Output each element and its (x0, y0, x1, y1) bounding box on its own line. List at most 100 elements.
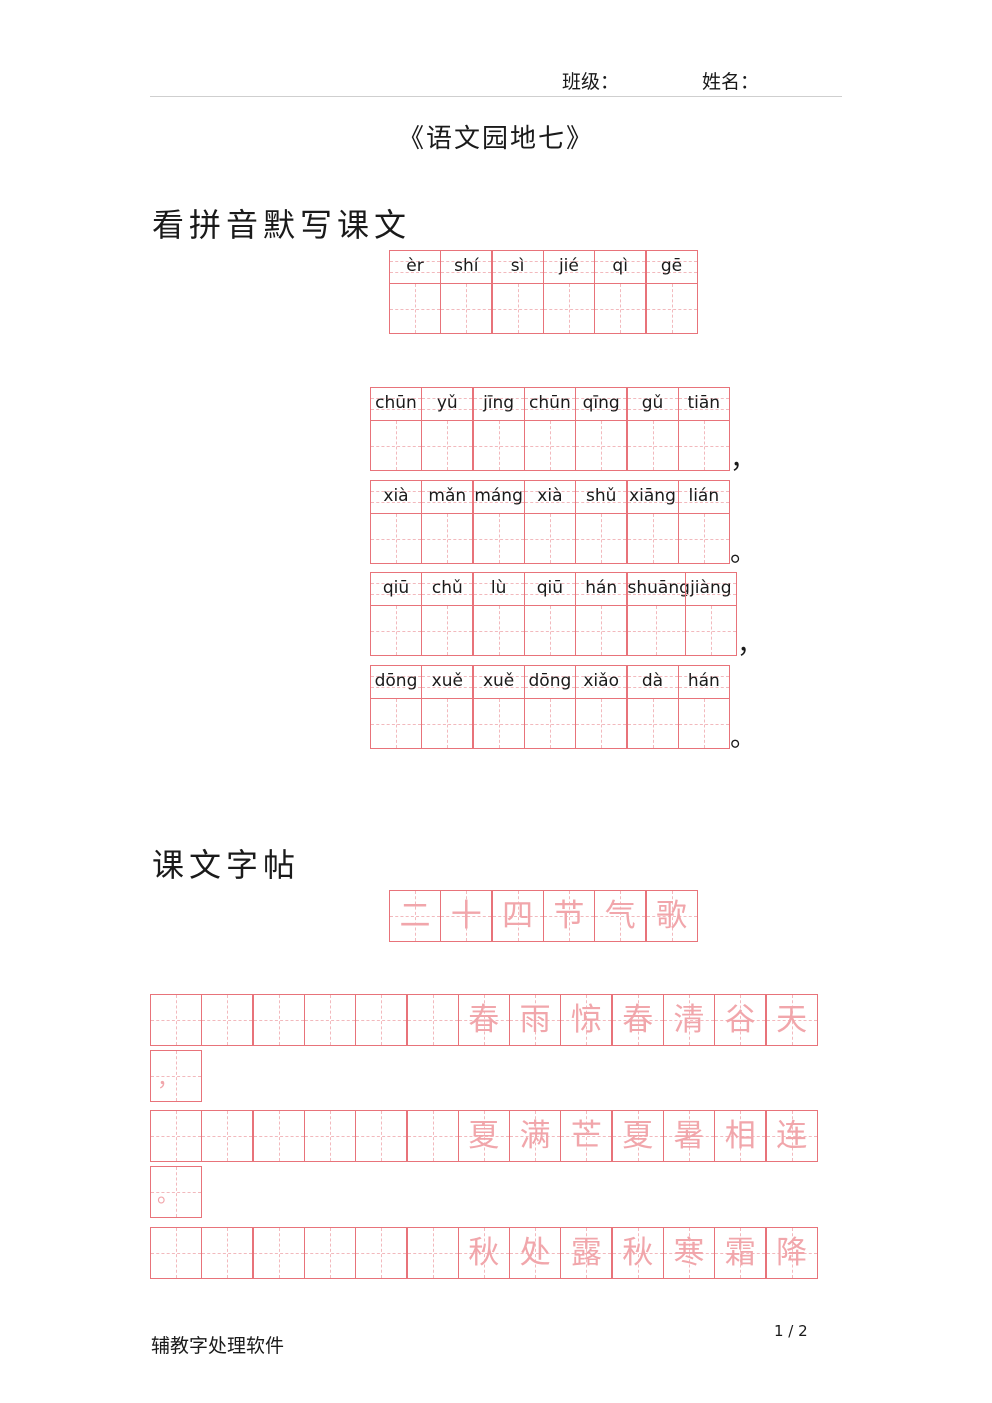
copy-grid-cell[interactable]: 秋 (457, 1227, 510, 1279)
pinyin-guide-line (646, 261, 697, 262)
pinyin-guide-line (524, 491, 575, 492)
pinyin-cell[interactable]: lù (472, 572, 525, 656)
pinyin-cell[interactable]: qiū (523, 572, 576, 656)
pinyin-cell[interactable]: xuě (472, 665, 525, 749)
copy-grid-cell[interactable]: 夏 (457, 1110, 510, 1162)
pinyin-cell[interactable]: xià (370, 480, 422, 564)
title-character-cell[interactable]: 节 (542, 890, 595, 942)
guide-line-vertical (447, 421, 449, 470)
copy-grid-cell[interactable] (406, 1110, 459, 1162)
pinyin-cell[interactable]: yǔ (421, 387, 474, 471)
copy-grid-cell[interactable]: 天 (765, 994, 818, 1046)
copy-grid-cell[interactable] (303, 1110, 356, 1162)
copy-grid-cell[interactable] (355, 1227, 408, 1279)
title-character-cell[interactable]: 四 (491, 890, 544, 942)
punctuation-cell[interactable]: ， (150, 1050, 202, 1102)
copy-grid-cell[interactable]: 相 (714, 1110, 767, 1162)
pinyin-cell[interactable]: lián (677, 480, 730, 564)
pinyin-guide-line (627, 502, 678, 503)
guide-line-vertical (498, 421, 500, 470)
pinyin-cell[interactable]: xiǎo (575, 665, 628, 749)
copy-grid-cell[interactable]: 春 (611, 994, 664, 1046)
pinyin-cell[interactable]: qīng (575, 387, 628, 471)
copy-grid-cell[interactable] (252, 1227, 305, 1279)
copy-grid-cell[interactable] (201, 1110, 254, 1162)
copy-grid-cell[interactable]: 寒 (663, 1227, 715, 1279)
pinyin-cell[interactable]: dōng (523, 665, 576, 749)
copy-grid-cell[interactable] (201, 994, 254, 1046)
copy-grid-cell[interactable] (303, 1227, 356, 1279)
pinyin-cell[interactable]: hán (575, 572, 628, 656)
guide-line-vertical (381, 1228, 383, 1278)
pinyin-cell[interactable]: gē (645, 250, 698, 334)
pinyin-cell[interactable]: jīng (472, 387, 525, 471)
copy-grid-cell[interactable] (303, 994, 356, 1046)
pinyin-cell[interactable]: shí (440, 250, 493, 334)
copy-grid-cell[interactable] (252, 1110, 305, 1162)
pinyin-cell[interactable]: xiāng (626, 480, 679, 564)
pinyin-cell[interactable]: xià (523, 480, 576, 564)
copy-grid-cell[interactable]: 雨 (509, 994, 562, 1046)
pinyin-cell[interactable]: èr (389, 250, 441, 334)
writing-box (627, 698, 678, 748)
copy-grid-cell[interactable] (150, 1227, 202, 1279)
pinyin-cell[interactable]: qiū (370, 572, 422, 656)
copy-grid-cell[interactable] (201, 1227, 254, 1279)
pinyin-cell[interactable]: chūn (523, 387, 576, 471)
copy-grid-cell[interactable]: 春 (457, 994, 510, 1046)
pinyin-cell[interactable]: qì (594, 250, 647, 334)
copy-grid-cell[interactable] (406, 1227, 459, 1279)
copy-grid-cell[interactable]: 暑 (663, 1110, 715, 1162)
footer-software-name: 辅教字处理软件 (151, 1335, 285, 1357)
copy-grid-cell[interactable]: 惊 (560, 994, 613, 1046)
pinyin-cell[interactable]: chǔ (421, 572, 474, 656)
copy-grid-cell[interactable]: 满 (509, 1110, 562, 1162)
writing-box (422, 513, 473, 563)
guide-line-vertical (535, 995, 537, 1045)
pinyin-guide-line (543, 261, 594, 262)
copy-grid-cell[interactable]: 降 (765, 1227, 818, 1279)
pinyin-cell[interactable]: chūn (370, 387, 422, 471)
title-character-cell[interactable]: 二 (389, 890, 441, 942)
copy-grid-cell[interactable]: 处 (509, 1227, 562, 1279)
pinyin-cell[interactable]: tiān (677, 387, 730, 471)
copy-grid-cell[interactable] (406, 994, 459, 1046)
pinyin-cell[interactable]: dà (626, 665, 679, 749)
copy-grid-cell[interactable] (150, 994, 202, 1046)
pinyin-cell[interactable]: shǔ (575, 480, 628, 564)
pinyin-cell[interactable]: hán (677, 665, 730, 749)
trace-character: 满 (519, 1118, 551, 1154)
pinyin-guide-line (524, 398, 575, 399)
copy-grid-cell[interactable] (252, 994, 305, 1046)
pinyin-cell[interactable]: sì (491, 250, 544, 334)
copy-grid-cell[interactable] (150, 1110, 202, 1162)
pinyin-cell[interactable]: máng (472, 480, 525, 564)
guide-line-vertical (447, 699, 449, 748)
copy-grid-cell[interactable] (355, 994, 408, 1046)
pinyin-guide-line (678, 409, 729, 410)
copy-grid-cell[interactable]: 芒 (560, 1110, 613, 1162)
trace-punctuation: 。 (157, 1183, 180, 1208)
title-character-cell[interactable]: 气 (594, 890, 647, 942)
pinyin-cell[interactable]: jiàng (684, 572, 737, 656)
trace-character: 气 (604, 898, 636, 934)
pinyin-cell[interactable]: shuāng (626, 572, 690, 656)
copy-grid-cell[interactable]: 霜 (714, 1227, 767, 1279)
pinyin-cell[interactable]: dōng (370, 665, 422, 749)
copy-grid-cell[interactable]: 露 (560, 1227, 613, 1279)
pinyin-cell[interactable]: gǔ (626, 387, 679, 471)
copy-grid-cell[interactable]: 连 (765, 1110, 818, 1162)
punctuation-cell[interactable]: 。 (150, 1166, 202, 1218)
copy-grid-cell[interactable]: 清 (663, 994, 715, 1046)
title-character-cell[interactable]: 歌 (645, 890, 698, 942)
pinyin-cell[interactable]: mǎn (421, 480, 474, 564)
copy-grid-cell[interactable]: 秋 (611, 1227, 664, 1279)
pinyin-cell[interactable]: xuě (421, 665, 474, 749)
copy-grid-cell[interactable]: 谷 (714, 994, 767, 1046)
guide-line-vertical (176, 995, 177, 1045)
pinyin-guide-line (422, 398, 473, 399)
pinyin-cell[interactable]: jié (542, 250, 595, 334)
copy-grid-cell[interactable] (355, 1110, 408, 1162)
title-character-cell[interactable]: 十 (440, 890, 493, 942)
copy-grid-cell[interactable]: 夏 (611, 1110, 664, 1162)
